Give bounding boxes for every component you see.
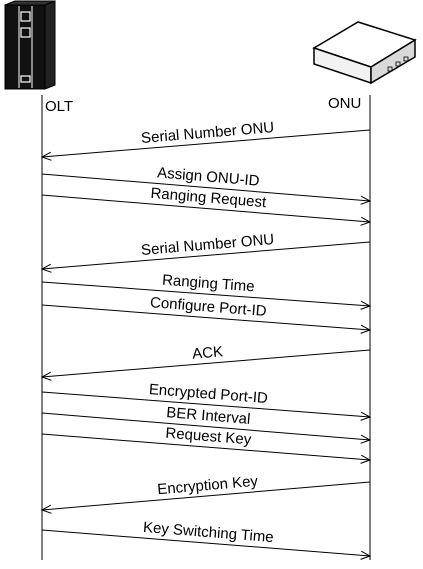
message-label: BER Interval — [166, 404, 251, 428]
participant-label-olt: OLT — [45, 98, 73, 115]
message-arrow — [41, 481, 371, 511]
message-label: Key Switching Time — [142, 519, 274, 546]
message-6: Configure Port-ID — [41, 294, 372, 334]
message-label: ACK — [192, 343, 224, 362]
message-1: Serial Number ONU — [40, 119, 371, 161]
arrowhead — [360, 411, 372, 421]
arrowhead — [360, 434, 372, 444]
message-arrow — [41, 304, 371, 331]
message-3: Ranging Request — [41, 185, 372, 226]
message-arrow — [41, 194, 371, 223]
message-label: Ranging Time — [162, 272, 256, 296]
arrowhead — [360, 324, 372, 334]
message-4: Serial Number ONU — [40, 231, 371, 273]
message-arrow — [41, 529, 371, 557]
message-arrow — [41, 412, 371, 441]
message-arrow — [41, 391, 371, 418]
arrowhead — [360, 550, 372, 560]
message-11: Encryption Key — [40, 473, 371, 514]
arrowhead — [360, 195, 372, 205]
message-arrow — [41, 129, 371, 158]
message-10: Request Key — [41, 425, 372, 464]
message-label: Serial Number ONU — [140, 119, 274, 147]
message-9: BER Interval — [41, 404, 372, 444]
message-5: Ranging Time — [41, 272, 372, 310]
arrowhead — [360, 454, 372, 464]
message-label: Encryption Key — [157, 473, 259, 499]
message-arrow — [41, 281, 371, 307]
message-7: ACK — [40, 343, 371, 381]
arrowhead — [40, 263, 52, 273]
message-label: Request Key — [165, 425, 252, 449]
message-arrow — [41, 173, 371, 202]
message-arrow — [41, 241, 371, 270]
participant-label-onu: ONU — [328, 95, 361, 112]
arrowhead — [40, 151, 52, 161]
message-label: Serial Number ONU — [140, 231, 274, 259]
message-arrow — [41, 433, 371, 461]
onu-device-icon — [312, 21, 417, 85]
message-12: Key Switching Time — [41, 519, 372, 560]
arrowhead — [360, 300, 372, 310]
arrowhead — [40, 371, 52, 381]
arrowhead — [360, 216, 372, 226]
arrowhead — [40, 504, 52, 514]
message-arrow — [41, 349, 371, 378]
olt-rack-icon — [4, 0, 56, 90]
message-label: Configure Port-ID — [150, 294, 268, 320]
